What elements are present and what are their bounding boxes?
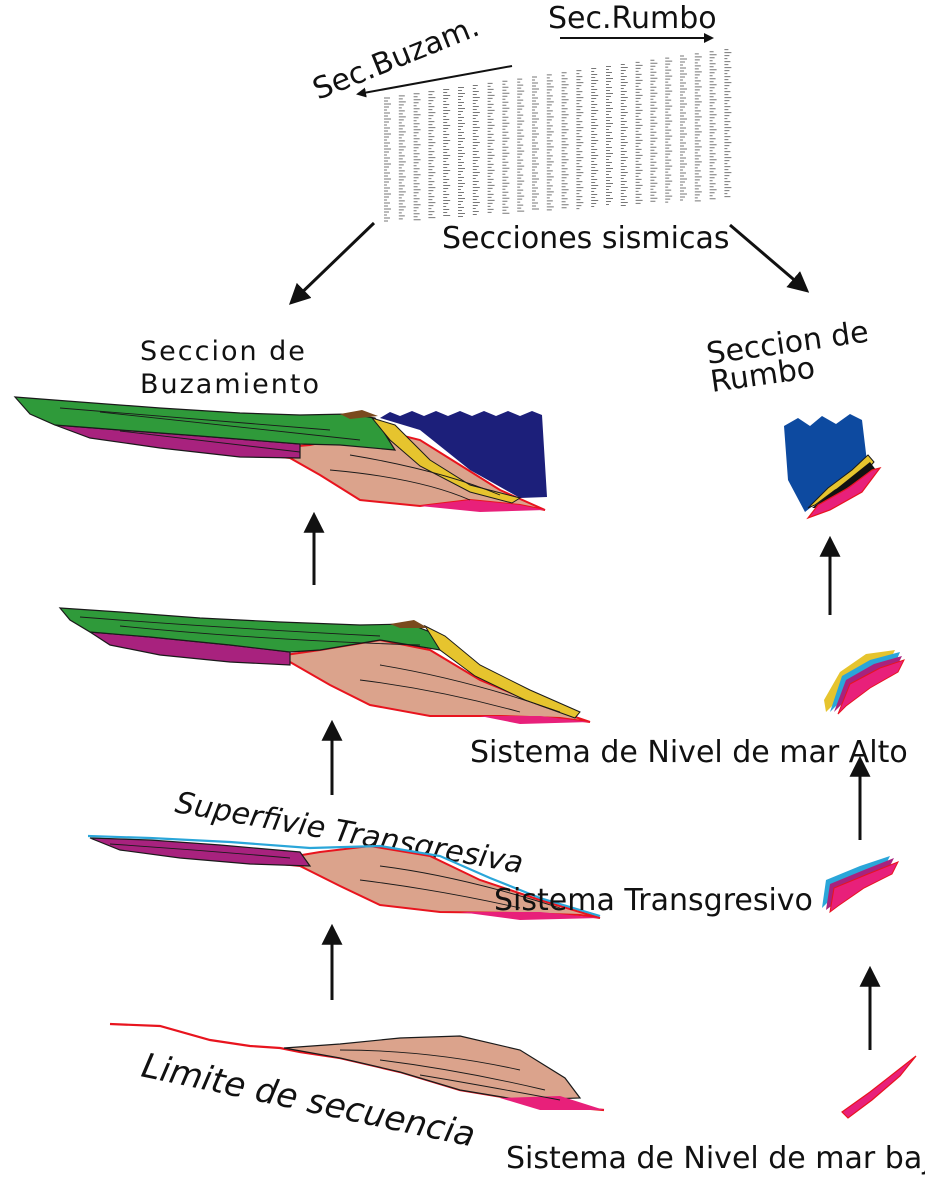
lowstand-fan-base <box>500 1096 604 1110</box>
ts-strata-lines <box>109 843 561 909</box>
strike-ts-pink <box>829 861 900 914</box>
dip-arrow-label: Sec.Buzam. <box>308 9 484 107</box>
strike-hs-pink <box>837 659 905 715</box>
dip-direction-arrow <box>356 65 513 98</box>
hs-lowstand-fan <box>480 716 590 724</box>
strike-water <box>784 414 868 512</box>
transgressive-system-caption: Sistema Transgresivo <box>494 883 813 918</box>
strike-section-highstand <box>824 650 905 715</box>
lowstand-fan <box>420 500 545 512</box>
slope-fan-strip <box>370 417 522 504</box>
strike-section-lowstand <box>841 1055 917 1119</box>
shelf-edge-deposit <box>340 410 378 419</box>
hs-shelf-edge-deposit <box>390 620 428 628</box>
ts-lowstand-fan <box>460 912 600 920</box>
seismic-sections-caption: Secciones sismicas <box>442 221 729 256</box>
dip-section-complete <box>13 396 547 512</box>
strike-section-transgressive <box>822 856 900 914</box>
arrow-to-strike-section <box>729 223 810 293</box>
ts-transgressive-unit <box>89 837 312 867</box>
dip-section-transgressive <box>87 834 601 920</box>
hs-lowstand-wedge <box>249 638 591 723</box>
transgressive-surface-line <box>87 834 601 918</box>
dip-section-strata-lines <box>59 407 501 501</box>
ts-lowstand-wedge <box>259 844 601 919</box>
ocean-water <box>380 411 547 498</box>
dip-section-highstand <box>58 607 591 724</box>
arrow-to-dip-section <box>288 221 376 305</box>
strike-pink-layer <box>806 467 882 520</box>
strike-arrow-label: Sec.Rumbo <box>548 1 717 36</box>
ls-strata-lines <box>339 1049 561 1101</box>
dip-section-title-line1: Seccion de <box>140 336 307 367</box>
dip-section-lowstand <box>109 1022 605 1112</box>
strike-black-layer <box>812 462 876 508</box>
dip-section-title-line2: Buzamiento <box>140 369 321 400</box>
seismic-block <box>384 49 732 222</box>
strike-ls-pink <box>841 1055 917 1119</box>
highstand-system-caption: Sistema de Nivel de mar Alto <box>470 735 908 770</box>
lowstand-system-caption: Sistema de Nivel de mar bajo <box>506 1141 925 1176</box>
lowstand-wedge-base <box>283 1035 582 1101</box>
hs-slope-fan-strip <box>423 624 581 719</box>
hs-strata-lines <box>79 616 561 713</box>
strike-section-complete <box>784 414 882 520</box>
